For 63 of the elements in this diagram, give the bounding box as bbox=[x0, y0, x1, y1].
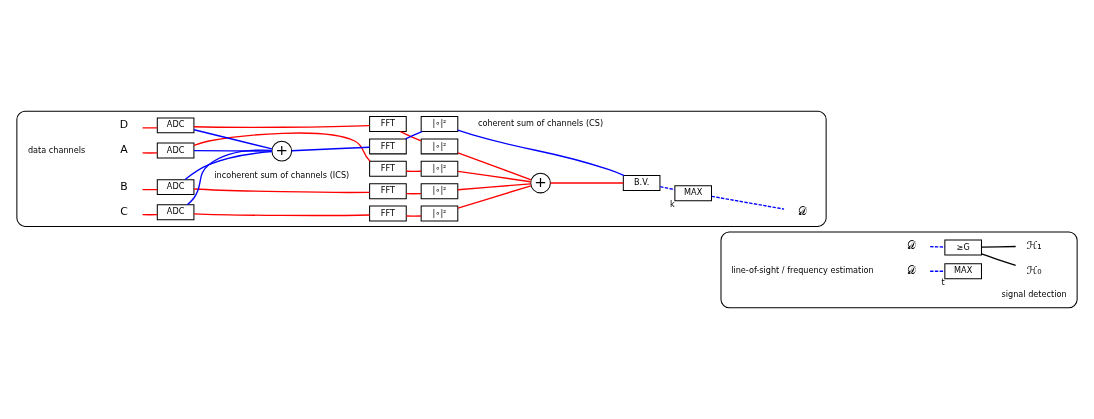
connector bbox=[193, 129, 273, 150]
connector bbox=[549, 182, 624, 184]
node-box: FFT bbox=[369, 116, 407, 132]
node-label: k bbox=[670, 199, 675, 210]
cluster bbox=[16, 110, 827, 227]
node-text: B bbox=[120, 179, 128, 193]
node-box: ADC bbox=[156, 204, 195, 221]
node-text: D bbox=[119, 117, 129, 131]
node-box: |∘|² bbox=[420, 160, 459, 177]
node-box: ADC bbox=[156, 179, 195, 196]
label: signal detection bbox=[1001, 289, 1067, 300]
connector bbox=[186, 149, 273, 206]
connector bbox=[929, 245, 946, 248]
label: data channels bbox=[27, 144, 86, 155]
connector bbox=[405, 215, 422, 217]
connector bbox=[929, 270, 946, 272]
node-circle: + bbox=[530, 172, 551, 194]
node-box: FFT bbox=[369, 205, 407, 222]
connector bbox=[399, 130, 422, 142]
node-box: FFT bbox=[369, 183, 407, 200]
node-box: MAX bbox=[944, 263, 982, 280]
connector bbox=[141, 152, 158, 154]
connector bbox=[193, 124, 371, 129]
node-text: 𝒟 bbox=[907, 238, 917, 252]
connector bbox=[980, 245, 1017, 248]
node-box: |∘|² bbox=[420, 138, 459, 155]
connector bbox=[184, 151, 273, 181]
connector bbox=[711, 195, 785, 210]
node-box: |∘|² bbox=[420, 205, 459, 222]
node-text: C bbox=[120, 204, 128, 218]
label: coherent sum of channels (CS) bbox=[478, 118, 604, 129]
connector bbox=[193, 213, 371, 217]
node-box: FFT bbox=[369, 138, 407, 155]
connector bbox=[141, 127, 158, 129]
label: line-of-sight / frequency estimation bbox=[731, 265, 874, 276]
node-box: ADC bbox=[156, 117, 195, 134]
node-box: ≥G bbox=[944, 239, 982, 256]
node-text: 𝒟 bbox=[797, 204, 807, 218]
node-box: |∘|² bbox=[420, 116, 459, 132]
connector bbox=[291, 146, 371, 152]
node-box: FFT bbox=[369, 160, 407, 177]
node-box: ADC bbox=[156, 142, 195, 159]
cluster bbox=[720, 231, 1078, 309]
connector bbox=[404, 130, 423, 140]
node-box: |∘|² bbox=[420, 183, 459, 200]
connector bbox=[980, 253, 1017, 267]
connector bbox=[659, 186, 676, 191]
node-text: ℋ₀ bbox=[1026, 263, 1042, 277]
connector bbox=[457, 170, 532, 183]
label: incoherent sum of channels (ICS) bbox=[214, 170, 350, 181]
connector bbox=[457, 183, 532, 191]
connector bbox=[193, 188, 371, 194]
connector bbox=[457, 129, 625, 177]
node-text: A bbox=[120, 143, 128, 157]
node-text: 𝒟 bbox=[907, 263, 917, 277]
connector bbox=[193, 132, 371, 162]
connector bbox=[457, 152, 532, 181]
node-box: MAX bbox=[674, 185, 712, 202]
node-text: ℋ₁ bbox=[1026, 238, 1042, 252]
node-box: B.V. bbox=[622, 175, 661, 191]
node-circle: + bbox=[271, 140, 293, 162]
connector bbox=[457, 185, 532, 209]
node-label: t bbox=[941, 277, 945, 288]
